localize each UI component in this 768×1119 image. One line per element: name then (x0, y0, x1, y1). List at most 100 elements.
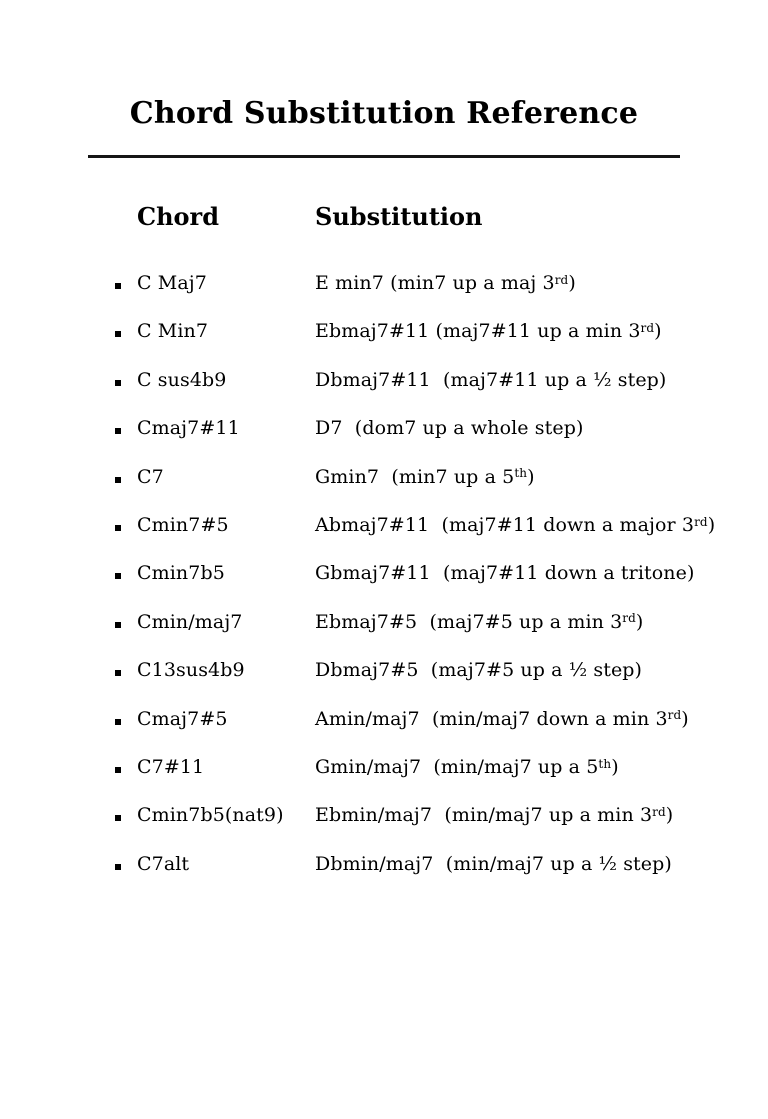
bullet-cell (115, 415, 137, 441)
substitution-close: ) (611, 755, 619, 778)
bullet-icon (115, 718, 121, 725)
chord-cell: C13sus4b9 (137, 659, 245, 682)
substitution-cell: Gmin7 (min7 up a 5th) (315, 464, 680, 490)
bullet-icon (115, 863, 121, 870)
bullet-icon (115, 815, 121, 822)
bullet-cell (115, 512, 137, 538)
table-row: Cmin/maj7 Ebmaj7#5 (maj7#5 up a min 3rd) (88, 609, 680, 635)
horizontal-rule (88, 155, 680, 158)
substitution-text: Abmaj7#11 (maj7#11 down a major 3 (315, 513, 695, 536)
table-row: C13sus4b9 Dbmaj7#5 (maj7#5 up a ½ step) (88, 657, 680, 683)
chord-cell: Cmaj7#11 (137, 417, 240, 440)
bullet-cell (115, 270, 137, 296)
table-row: C sus4b9 Dbmaj7#11 (maj7#11 up a ½ step) (88, 367, 680, 393)
bullet-icon (115, 476, 121, 483)
table-row: Cmin7#5 Abmaj7#11 (maj7#11 down a major … (88, 512, 715, 538)
table-row: Cmaj7#11 D7 (dom7 up a whole step) (88, 415, 680, 441)
bullet-icon (115, 379, 121, 386)
substitution-ordinal-superscript: th (514, 466, 528, 481)
substitution-text: Dbmin/maj7 (min/maj7 up a ½ step) (315, 852, 672, 875)
substitution-cell: Dbmin/maj7 (min/maj7 up a ½ step) (315, 851, 680, 877)
chord-cell: Cmin7b5 (137, 562, 225, 585)
bullet-cell (115, 657, 137, 683)
chord-cell: C sus4b9 (137, 368, 227, 391)
bullet-icon (115, 428, 121, 435)
table-body: C Maj7 E min7 (min7 up a maj 3rd) C Min7… (88, 270, 715, 877)
substitution-text: Ebmin/maj7 (min/maj7 up a min 3 (315, 804, 653, 827)
table-row: C Min7 Ebmaj7#11 (maj7#11 up a min 3rd) (88, 318, 680, 344)
substitution-cell: Ebmaj7#11 (maj7#11 up a min 3rd) (315, 318, 680, 344)
table-row: C7alt Dbmin/maj7 (min/maj7 up a ½ step) (88, 851, 680, 877)
chord-cell: C Min7 (137, 320, 209, 343)
substitution-text: Ebmaj7#5 (maj7#5 up a min 3 (315, 610, 623, 633)
substitution-ordinal-superscript: rd (622, 611, 636, 626)
substitution-close: ) (707, 513, 716, 536)
bullet-cell (115, 609, 137, 635)
substitution-cell: Ebmaj7#5 (maj7#5 up a min 3rd) (315, 609, 680, 635)
chord-cell: Cmaj7#5 (137, 707, 228, 730)
page-title: Chord Substitution Reference (129, 96, 639, 131)
substitution-close: ) (681, 707, 689, 730)
bullet-icon (115, 524, 121, 531)
substitution-cell: Dbmaj7#11 (maj7#11 up a ½ step) (315, 367, 680, 393)
substitution-ordinal-superscript: rd (640, 321, 655, 335)
substitution-cell: Dbmaj7#5 (maj7#5 up a ½ step) (315, 657, 680, 683)
substitution-text: Dbmaj7#11 (maj7#11 up a ½ step) (315, 368, 667, 391)
substitution-close: ) (527, 465, 535, 488)
bullet-cell (115, 754, 137, 780)
substitution-cell: Gmin/maj7 (min/maj7 up a 5th) (315, 754, 680, 780)
substitution-cell: D7 (dom7 up a whole step) (315, 415, 680, 441)
bullet-cell (115, 802, 137, 828)
substitution-ordinal-superscript: rd (652, 804, 666, 819)
bullet-cell (115, 367, 137, 393)
substitution-cell: Gbmaj7#11 (maj7#11 down a tritone) (315, 560, 694, 586)
substitution-cell: Amin/maj7 (min/maj7 down a min 3rd) (315, 706, 689, 732)
chord-cell: C Maj7 (137, 272, 207, 294)
substitution-ordinal-superscript: rd (554, 272, 569, 287)
substitution-close: ) (654, 320, 662, 343)
chord-cell: Cmin/maj7 (137, 610, 243, 633)
substitution-cell: Ebmin/maj7 (min/maj7 up a min 3rd) (315, 802, 680, 828)
bullet-icon (115, 573, 121, 580)
bullet-cell (115, 560, 137, 586)
bullet-icon (115, 670, 121, 677)
table-header-row: Chord Substitution (88, 202, 680, 232)
table-row: C7#11 Gmin/maj7 (min/maj7 up a 5th) (88, 754, 680, 780)
substitution-close: ) (568, 272, 576, 294)
bullet-cell (115, 318, 137, 344)
substitution-text: Ebmaj7#11 (maj7#11 up a min 3 (315, 320, 641, 343)
bullet-cell (115, 851, 137, 877)
substitution-text: D7 (dom7 up a whole step) (315, 417, 584, 440)
column-header-substitution: Substitution (315, 202, 483, 231)
substitution-ordinal-superscript: rd (667, 708, 682, 723)
substitution-text: Gmin7 (min7 up a 5 (315, 465, 515, 488)
table-row: Cmin7b5(nat9) Ebmin/maj7 (min/maj7 up a … (88, 802, 680, 828)
substitution-cell: Abmaj7#11 (maj7#11 down a major 3rd) (315, 512, 715, 538)
substitution-ordinal-superscript: th (598, 756, 612, 771)
substitution-text: Dbmaj7#5 (maj7#5 up a ½ step) (315, 659, 643, 682)
document-page: Chord Substitution Reference Chord Subst… (0, 95, 768, 1119)
bullet-icon (115, 283, 121, 289)
table-row: Cmaj7#5 Amin/maj7 (min/maj7 down a min 3… (88, 706, 689, 732)
chord-cell: Cmin7b5(nat9) (137, 804, 284, 827)
bullet-cell (115, 464, 137, 490)
substitution-text: Amin/maj7 (min/maj7 down a min 3 (315, 707, 668, 730)
chord-cell: Cmin7#5 (137, 513, 229, 536)
chord-cell: C7alt (137, 852, 190, 875)
bullet-icon (115, 331, 121, 338)
substitution-close: ) (635, 610, 644, 633)
substitution-cell: E min7 (min7 up a maj 3rd) (315, 270, 680, 296)
table-row: C7 Gmin7 (min7 up a 5th) (88, 464, 680, 490)
table-row: C Maj7 E min7 (min7 up a maj 3rd) (88, 270, 680, 296)
substitution-ordinal-superscript: rd (694, 514, 708, 529)
column-header-chord: Chord (137, 202, 219, 231)
bullet-icon (115, 621, 121, 628)
table-row: Cmin7b5 Gbmaj7#11 (maj7#11 down a triton… (88, 560, 694, 586)
substitution-text: Gbmaj7#11 (maj7#11 down a tritone) (315, 562, 695, 585)
substitution-text: Gmin/maj7 (min/maj7 up a 5 (315, 755, 599, 778)
bullet-icon (115, 766, 121, 773)
substitution-text: E min7 (min7 up a maj 3 (315, 272, 555, 294)
chord-cell: C7#11 (137, 755, 205, 778)
chord-cell: C7 (137, 465, 164, 488)
substitution-close: ) (665, 804, 674, 827)
